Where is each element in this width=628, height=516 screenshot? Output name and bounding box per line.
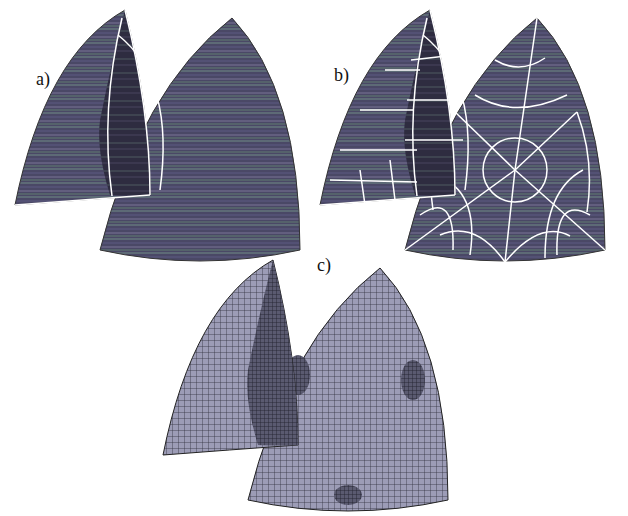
panel-label: b) xyxy=(334,66,349,84)
panel-b xyxy=(320,10,605,262)
panel-label: c) xyxy=(317,256,331,274)
panel-c xyxy=(163,260,448,511)
panel-label: a) xyxy=(36,70,50,88)
panel-a xyxy=(15,10,300,261)
